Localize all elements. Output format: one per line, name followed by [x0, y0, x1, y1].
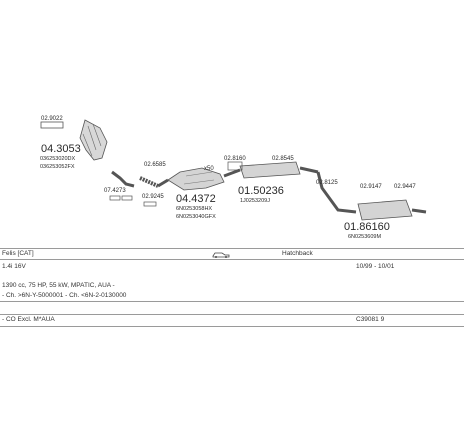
rear-small-code-3: 02.9447 [394, 184, 416, 190]
divider [0, 314, 464, 315]
rear-box-oem: 6N0253609M [348, 234, 381, 240]
divider [0, 326, 464, 327]
catalyst-oem-1: 6N0253058HX [176, 206, 212, 212]
catalyst-code: 04.4372 [176, 193, 216, 205]
middle-box-oem: 1J0253209J [240, 198, 270, 204]
middle-box-part: 02.8160 02.8545 01.50236 1J0253209J [223, 156, 319, 204]
downpipe-small-code-3: 02.9245 [142, 194, 164, 200]
middle-small-code-2: 02.8545 [272, 156, 294, 162]
middle-box-code: 01.50236 [238, 185, 284, 197]
catalog-ref: C39081 9 [356, 316, 385, 323]
co-note: - CO Excl. M*AUA [2, 316, 55, 323]
model-name: Felis [CAT] [2, 250, 34, 257]
middle-small-code: 02.8160 [224, 156, 246, 162]
exhaust-system-diagram: 02.9022 04.3053 036253020DX 036253052FX … [40, 116, 427, 240]
body-type: Hatchback [282, 250, 313, 257]
manifold-part: 02.9022 04.3053 036253020DX 036253052FX [40, 116, 108, 170]
divider [0, 259, 464, 260]
divider [0, 248, 464, 249]
catalyst-clamp: x50 [204, 166, 214, 172]
downpipe-part: 07.4273 02.6585 02.9245 [104, 162, 169, 207]
manifold-oem-2: 036253052FX [40, 164, 75, 170]
rear-box-code: 01.86160 [344, 221, 390, 233]
engine-name: 1.4i 16V [2, 263, 26, 270]
rear-small-code-2: 02.9147 [360, 184, 382, 190]
catalyst-oem-2: 6N0253040GFX [176, 214, 216, 220]
engine-spec: 1390 cc, 75 HP, 55 kW, MPATIC, AUA - [2, 282, 115, 289]
hatchback-car-icon [212, 252, 230, 258]
manifold-code: 04.3053 [41, 143, 81, 155]
downpipe-small-code-2: 02.6585 [144, 162, 166, 168]
chassis-range: - Ch. >6N-Y-5000001 - Ch. <6N-2-0130000 [2, 292, 127, 299]
rear-box-part: 02.8125 02.9147 02.9447 01.86160 6N02536… [316, 171, 427, 240]
manifold-small-code: 02.9022 [41, 116, 63, 122]
divider [0, 301, 464, 302]
downpipe-small-code-1: 07.4273 [104, 188, 126, 194]
rear-small-code-1: 02.8125 [316, 180, 338, 186]
manifold-oem-1: 036253020DX [40, 156, 76, 162]
catalyst-part: x50 04.4372 6N0253058HX 6N0253040GFX [167, 166, 225, 220]
model-years: 10/99 - 10/01 [356, 263, 395, 270]
